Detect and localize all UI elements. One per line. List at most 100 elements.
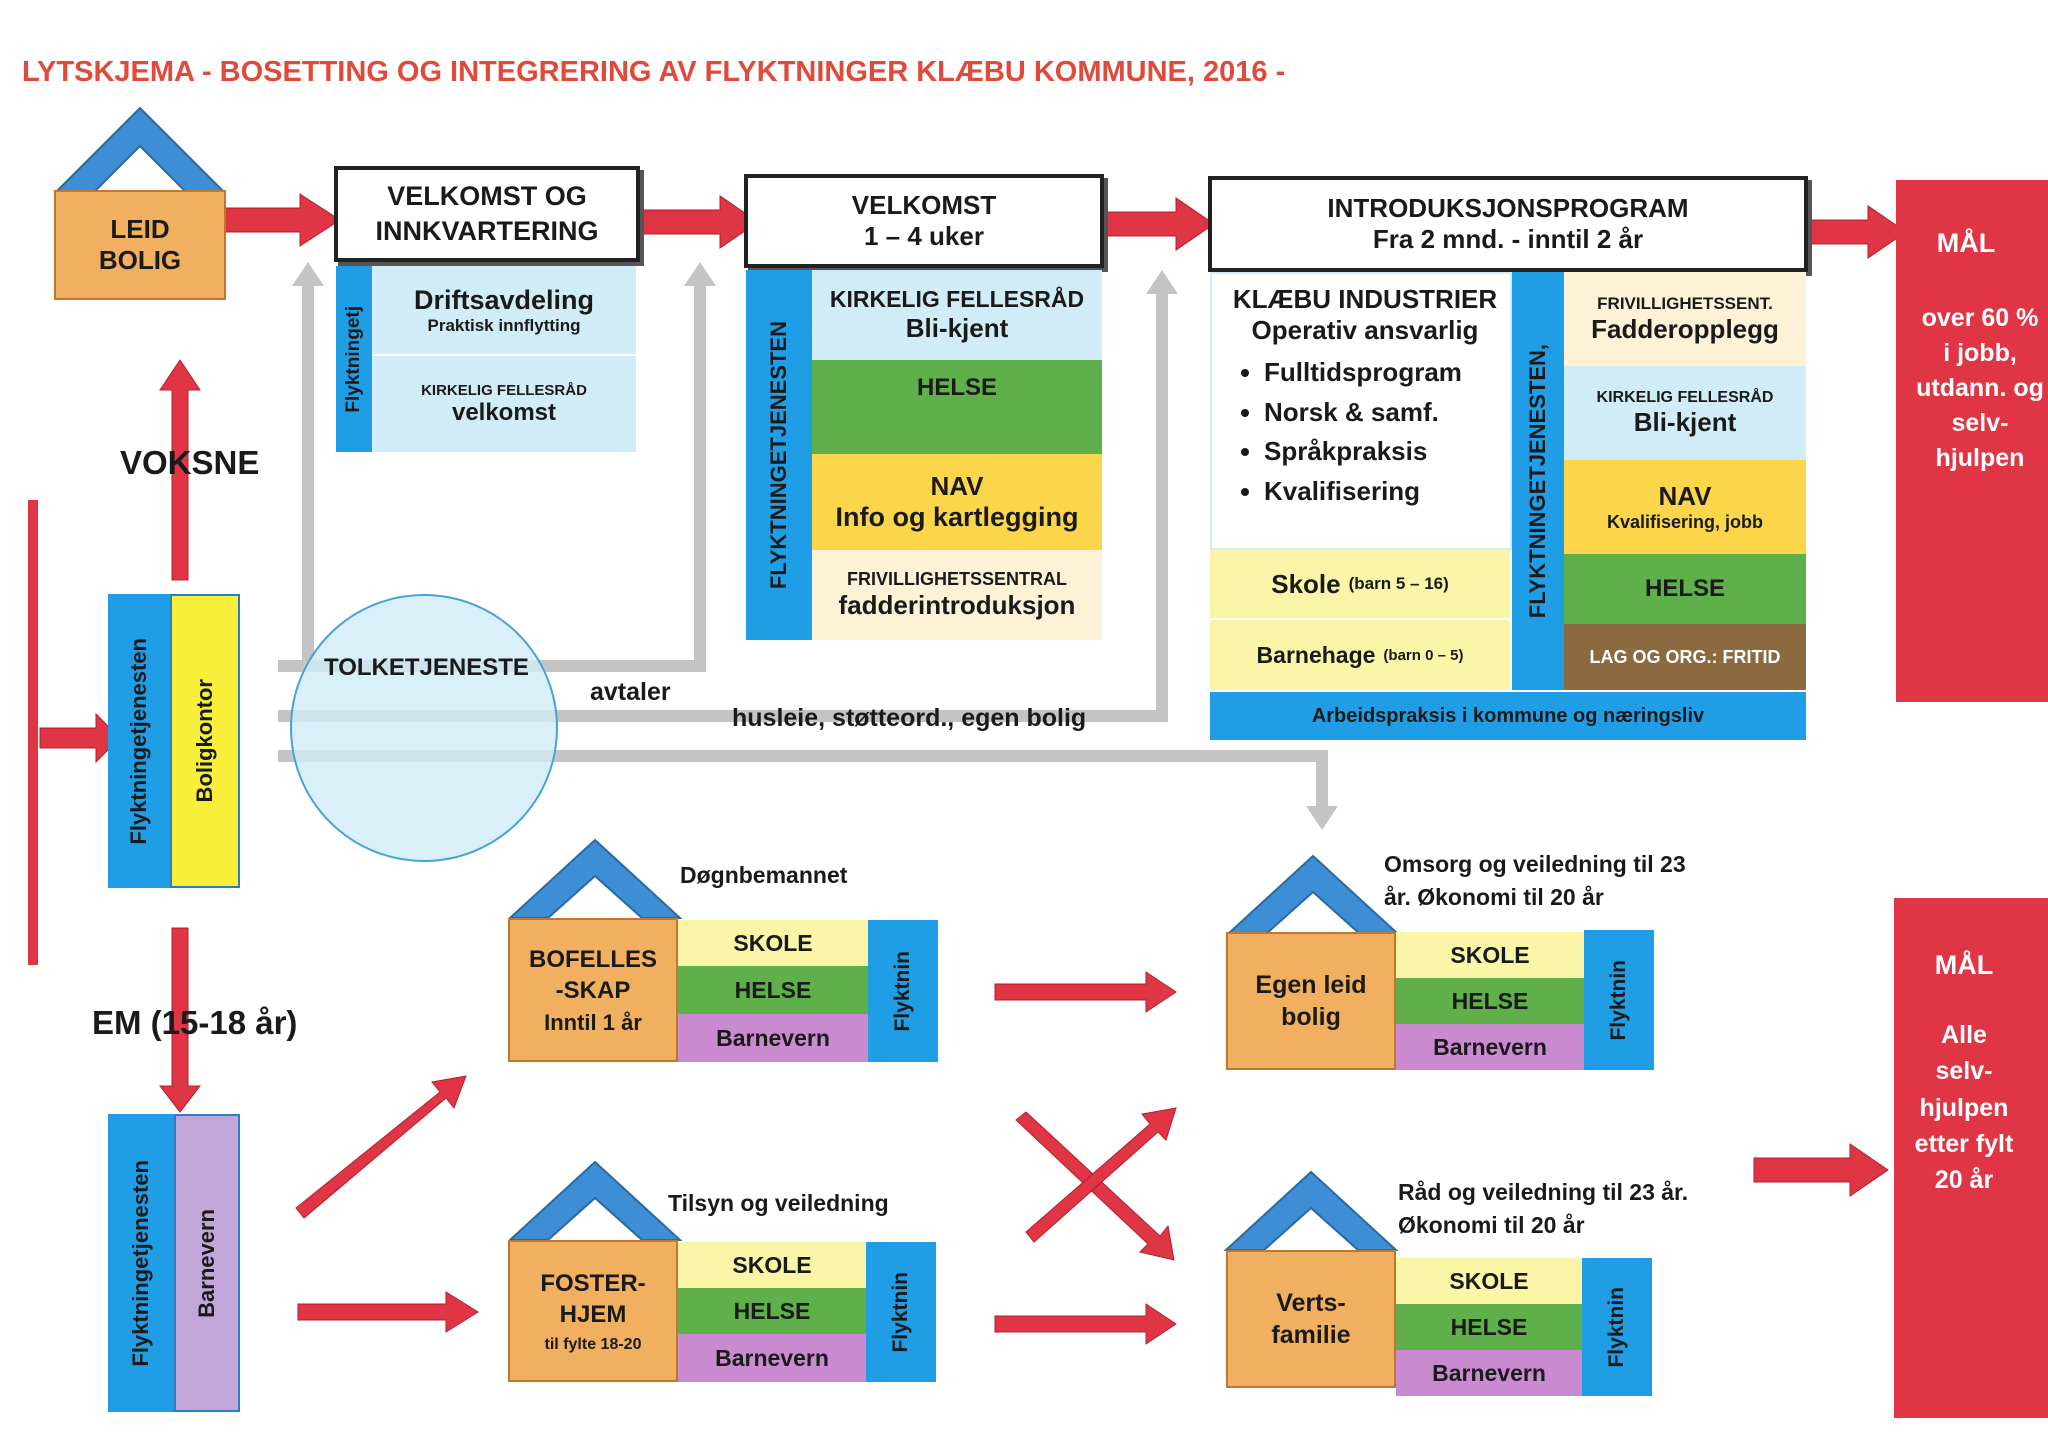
- verts-house: Verts- familie: [1226, 1250, 1396, 1388]
- gray-arrowhead: [1146, 270, 1178, 294]
- leid-bolig-label: LEID BOLIG: [98, 214, 182, 275]
- bofelles-skole: SKOLE: [733, 929, 813, 956]
- leid-bolig: LEID BOLIG: [54, 190, 226, 300]
- mal-1-text: over 60 % i jobb, utdann. og selv-hjulpe…: [1916, 304, 2044, 472]
- left2-flyktning: Flyktningetjenesten: [108, 1114, 174, 1412]
- list-item: Språkpraksis: [1264, 433, 1500, 471]
- intro-barnehage-sub: (barn 0 – 5): [1383, 646, 1464, 664]
- velkomst-kirkelig: KIRKELIG FELLESRÅD: [829, 286, 1085, 312]
- red-side-line: [28, 500, 38, 965]
- egen-house: Egen leid bolig: [1226, 932, 1396, 1070]
- house-roof-icon: [1224, 1170, 1398, 1251]
- gray-arrowhead: [1306, 806, 1338, 830]
- velkomst-friv-box: FRIVILLIGHETSSENTRAL fadderintroduksjon: [812, 550, 1102, 640]
- bofelles-sub: Inntil 1 år: [544, 1010, 642, 1036]
- industrier-operativ: Operativ ansvarlig: [1251, 315, 1479, 345]
- verts-side-label: Flyktnin: [1605, 1286, 1628, 1368]
- velkomst-helse: HELSE: [916, 374, 997, 401]
- driftsavdeling-sub: Praktisk innflytting: [427, 315, 581, 335]
- house-roof-icon: [508, 838, 682, 919]
- driftsavdeling-title: Driftsavdeling: [413, 284, 595, 315]
- intro-skole-box: Skole (barn 5 – 16): [1210, 550, 1510, 620]
- intro-lag-box: LAG OG ORG.: FRITID: [1564, 624, 1806, 690]
- foster-note: Tilsyn og veiledning: [668, 1190, 889, 1216]
- intro-skole: Skole: [1271, 568, 1341, 599]
- driftsavdeling-box: Driftsavdeling Praktisk innflytting: [372, 266, 636, 356]
- verts-side: Flyktnin: [1582, 1258, 1652, 1396]
- velkomst-nav: NAV: [930, 471, 984, 501]
- klaebu-industrier-box: KLÆBU INDUSTRIER Operativ ansvarlig Full…: [1210, 272, 1512, 550]
- velkomst-side: FLYKTNINGETJENESTEN: [746, 270, 812, 640]
- arrow-right: [639, 195, 759, 249]
- boligkontor: Boligkontor: [170, 594, 240, 888]
- kirkelig-velkomst-box: KIRKELIG FELLESRÅD velkomst: [372, 356, 636, 452]
- velkomst-header: VELKOMST 1 – 4 uker: [744, 174, 1104, 268]
- gray-arrowhead: [292, 262, 324, 286]
- velkomst-title: VELKOMST: [851, 190, 997, 220]
- foster-side: Flyktnin: [866, 1242, 936, 1382]
- gray-arrowhead: [684, 262, 716, 286]
- velkomst-helse-box: HELSE: [812, 360, 1102, 454]
- intro-barnehage-box: Barnehage (barn 0 – 5): [1210, 620, 1510, 690]
- foster-skole-box: SKOLE: [678, 1242, 866, 1288]
- flyktningetj-label: Flyktningetj: [343, 305, 364, 413]
- verts-helse: HELSE: [1450, 1313, 1528, 1340]
- foster-label: FOSTER- HJEM: [540, 1269, 646, 1328]
- mal-2-title: MÅL: [1934, 950, 1994, 980]
- arrow-right: [994, 1303, 1177, 1345]
- arrow-up: [159, 359, 201, 581]
- bofelles-helse-box: HELSE: [678, 966, 868, 1014]
- arrow-right: [213, 193, 341, 247]
- verts-skole-box: SKOLE: [1396, 1258, 1582, 1304]
- intro-friv-small: FRIVILLIGHETSSENT.: [1597, 293, 1773, 313]
- foster-barnevern: Barnevern: [715, 1344, 829, 1371]
- gray-line-egen: [278, 750, 1328, 820]
- mal-box-2: MÅL Alle selv-hjulpen etter fylt 20 år: [1894, 898, 2048, 1418]
- gray-line-husleie: [278, 280, 1168, 722]
- voksne-label: VOKSNE: [120, 444, 260, 481]
- list-item: Norsk & samf.: [1264, 394, 1500, 432]
- left-flyktning-label: Flyktningetjenesten: [126, 637, 151, 845]
- verts-barnevern: Barnevern: [1432, 1359, 1546, 1386]
- velkomst-innkvartering-title: VELKOMST OG INNKVARTERING: [375, 180, 599, 246]
- intro-kirkelig: KIRKELIG FELLESRÅD: [1596, 388, 1774, 406]
- intro-skole-sub: (barn 5 – 16): [1348, 574, 1449, 593]
- egen-barnevern-box: Barnevern: [1396, 1024, 1584, 1070]
- velkomst-bli-kjent: Bli-kjent: [905, 313, 1009, 343]
- egen-helse: HELSE: [1451, 987, 1529, 1014]
- velkomst-friv: FRIVILLIGHETSSENTRAL: [847, 569, 1067, 589]
- egen-note: Omsorg og veiledning til 23 år. Økonomi …: [1384, 851, 1686, 911]
- industrier-bullets: Fulltidsprogram Norsk & samf. Språkpraks…: [1230, 354, 1500, 511]
- egen-skole: SKOLE: [1450, 941, 1530, 968]
- intro-bli-kjent: Bli-kjent: [1633, 406, 1737, 437]
- house-roof-icon: [1226, 854, 1400, 935]
- husleie-label: husleie, støtteord., egen bolig: [732, 704, 1087, 732]
- egen-side: Flyktnin: [1584, 930, 1654, 1070]
- intro-title: INTRODUKSJONSPROGRAM: [1327, 193, 1689, 223]
- foster-helse-box: HELSE: [678, 1288, 866, 1334]
- intro-kirkelig-box: KIRKELIG FELLESRÅD Bli-kjent: [1564, 366, 1806, 460]
- arrow-right: [1791, 205, 1907, 259]
- intro-helse-box: HELSE: [1564, 554, 1806, 624]
- foster-house: FOSTER- HJEM til fylte 18-20: [508, 1240, 678, 1382]
- list-item: Kvalifisering: [1264, 473, 1500, 511]
- left2-barnevern-label: Barnevern: [194, 1208, 219, 1318]
- verts-note: Råd og veiledning til 23 år. Økonomi til…: [1398, 1179, 1689, 1239]
- mal-2-text: Alle selv-hjulpen etter fylt 20 år: [1914, 1021, 2014, 1194]
- tolketjeneste-label: TOLKETJENESTE: [324, 654, 529, 681]
- arrow-diagonal-up: [295, 1075, 467, 1219]
- avtaler-label: avtaler: [590, 678, 671, 706]
- velkomst-subtitle: 1 – 4 uker: [864, 221, 984, 251]
- left-flyktning: Flyktningetjenesten: [108, 594, 170, 888]
- house-roof-icon: [508, 1160, 682, 1241]
- bofelles-label: BOFELLES -SKAP: [528, 945, 657, 1004]
- industrier-title: KLÆBU INDUSTRIER: [1232, 284, 1498, 314]
- mal-1-title: MÅL: [1936, 228, 1996, 258]
- intro-arbeid-box: Arbeidspraksis i kommune og næringsliv: [1210, 692, 1806, 740]
- velkomst-nav-box: NAV Info og kartlegging: [812, 454, 1102, 550]
- bofelles-skole-box: SKOLE: [678, 920, 868, 966]
- intro-subtitle: Fra 2 mnd. - inntil 2 år: [1372, 224, 1644, 254]
- intro-helse: HELSE: [1644, 575, 1725, 602]
- velkomst-kirkelig-box: KIRKELIG FELLESRÅD Bli-kjent: [812, 270, 1102, 360]
- intro-nav-box: NAV Kvalifisering, jobb: [1564, 460, 1806, 554]
